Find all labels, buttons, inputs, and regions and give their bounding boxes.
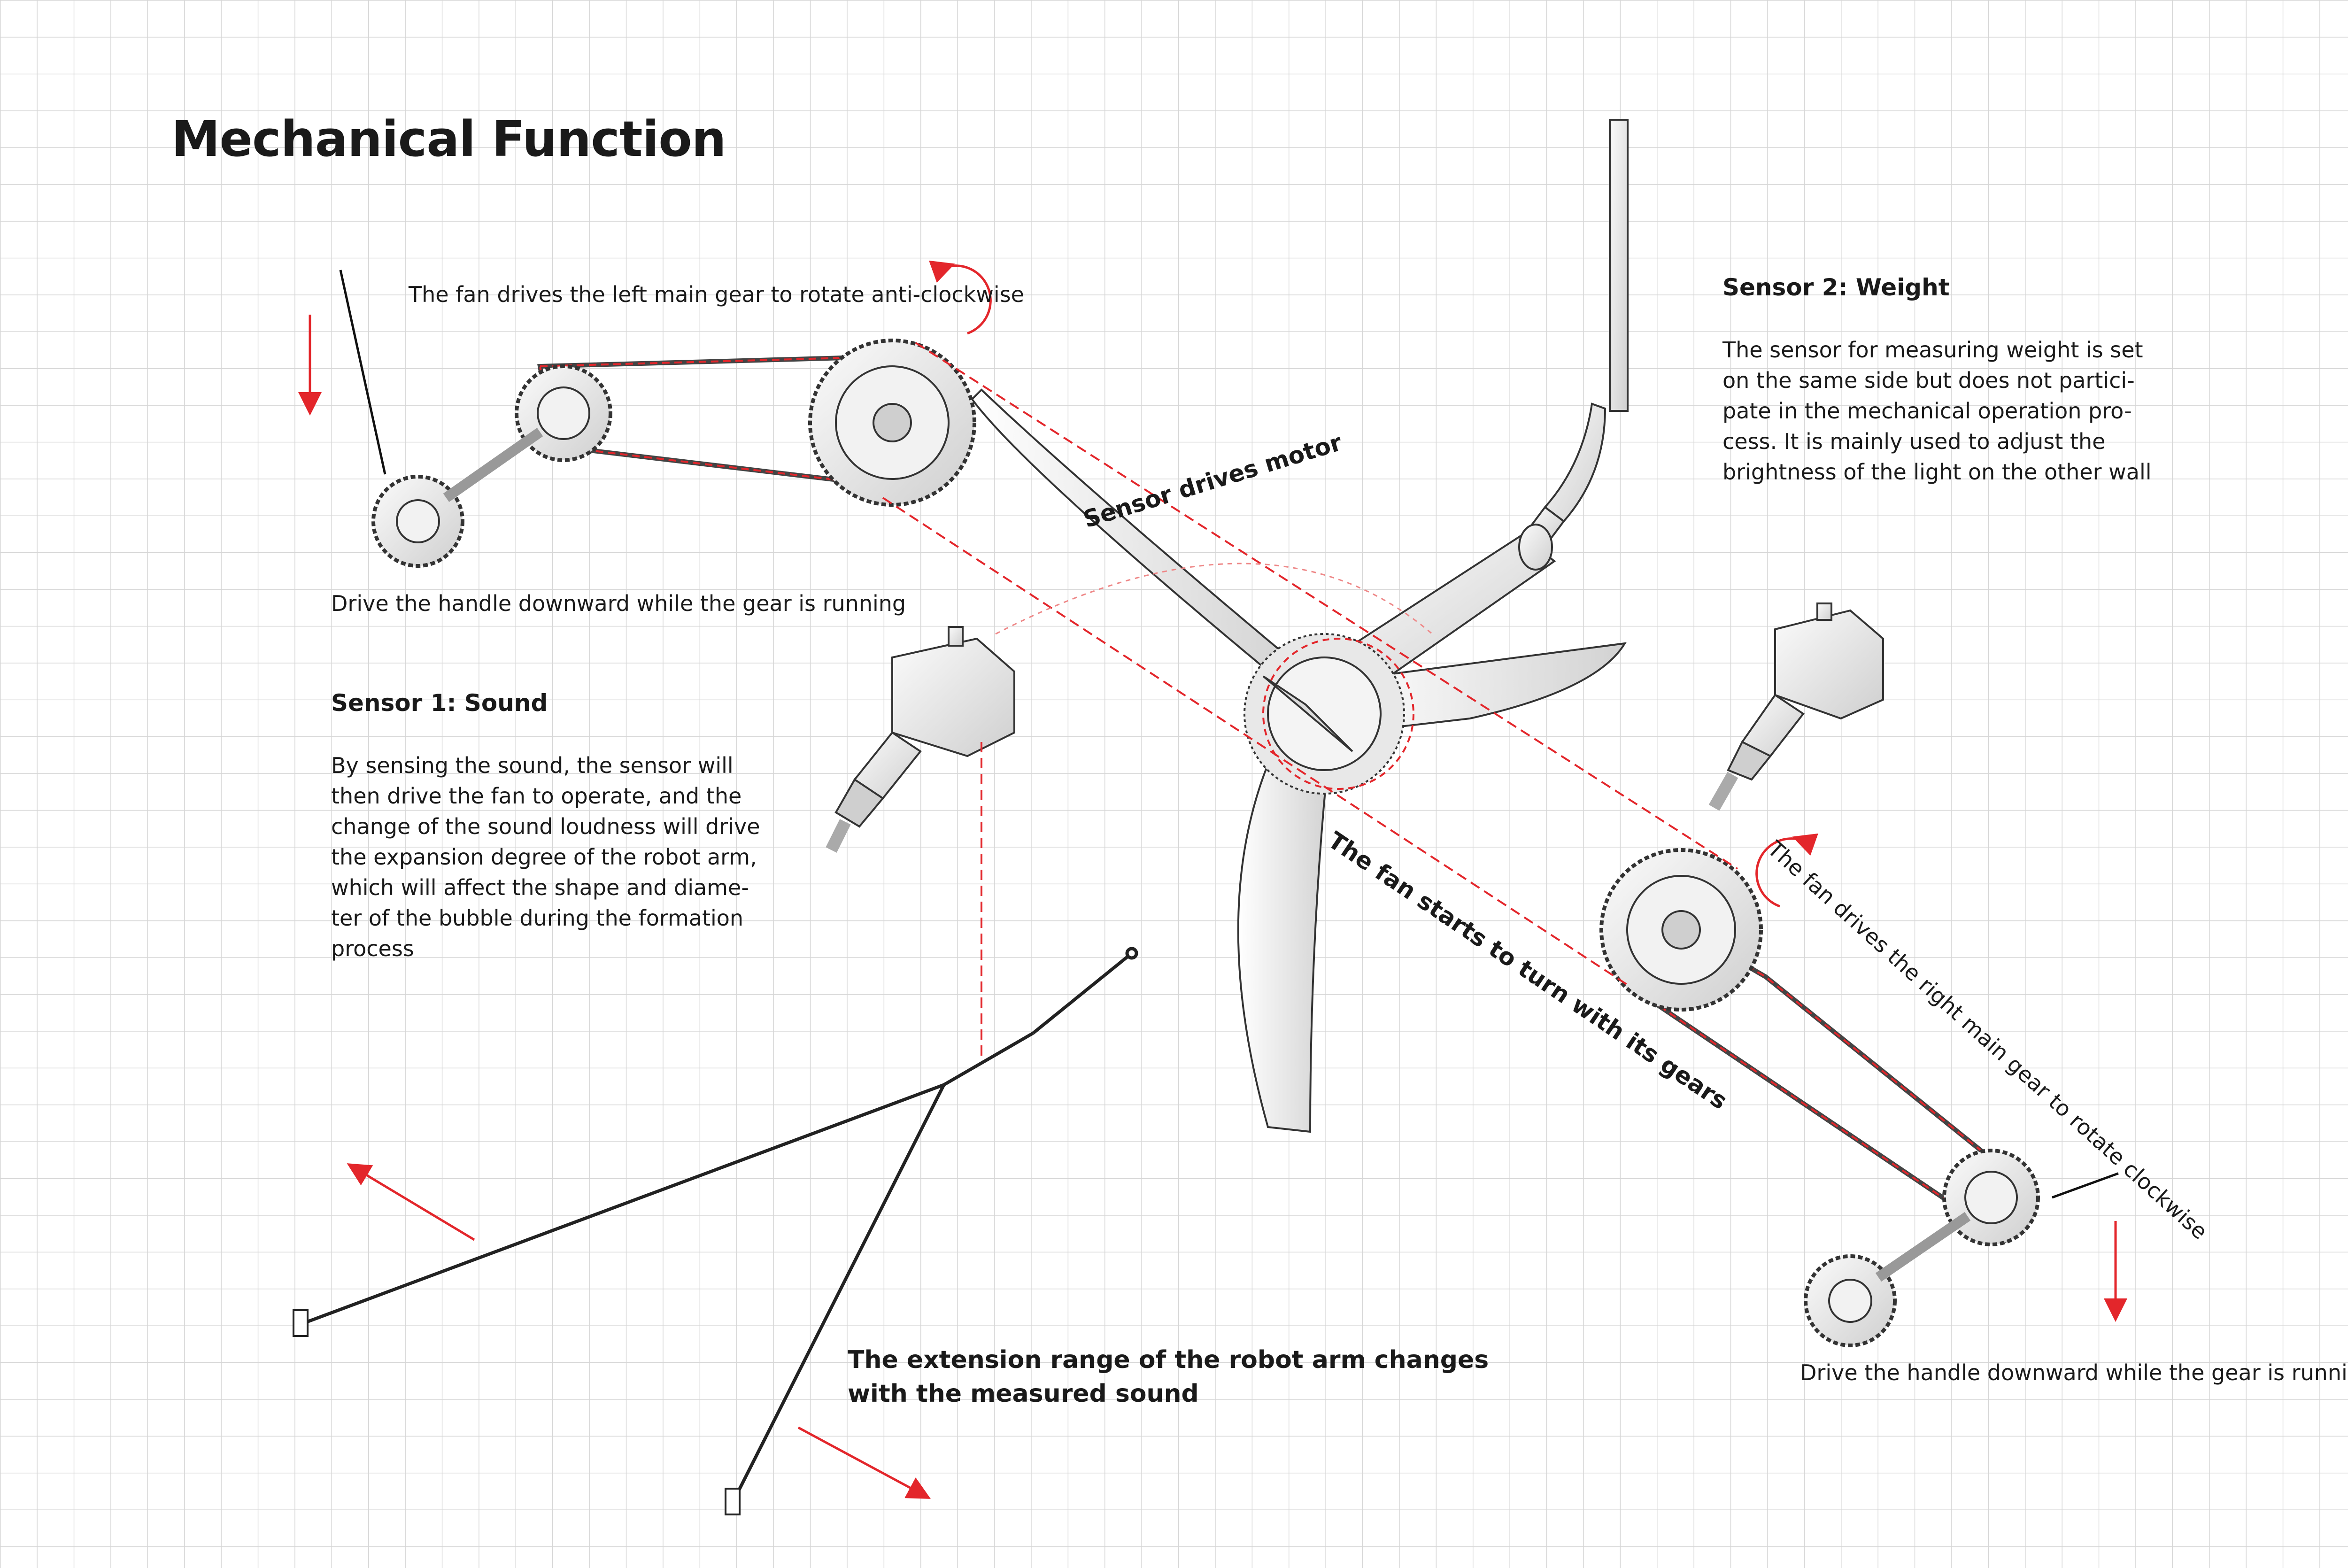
sensor1-description: By sensing the sound, the sensor will th… [331,753,760,961]
sensor1-device [826,626,1015,853]
connection-lines [882,342,1738,1061]
left-gear-assembly [339,270,976,568]
sensor1-heading: Sensor 1: Sound [331,689,548,717]
left-handle-caption: Drive the handle downward while the gear… [331,591,906,616]
arm-caption: The extension range of the robot arm cha… [848,1346,1489,1408]
fan-blade-lower [1237,731,1330,1133]
page-title: Mechanical Function [171,110,726,168]
sensor2-description: The sensor for measuring weight is set o… [1722,337,2152,485]
arrow-diagonal-icon [797,1426,931,1499]
robot-arm [293,947,1138,1515]
sensor2-device [1708,602,1884,811]
fan [971,388,1627,1133]
left-gear-rotation-caption: The fan drives the left main gear to rot… [409,282,1024,307]
fan-nose-cone [1262,675,1353,752]
sensor2-heading: Sensor 2: Weight [1722,274,1950,301]
right-gear-assembly [1599,848,2119,1347]
rotate-anticlockwise-icon [929,260,992,335]
right-handle-caption: Drive the handle downward while the gear… [1800,1360,2348,1385]
fan-highlight-circle [1262,638,1414,790]
fan-blade-right [1337,642,1627,734]
rotate-clockwise-icon [1755,833,1818,908]
arrow-diagonal-icon [347,1163,475,1241]
